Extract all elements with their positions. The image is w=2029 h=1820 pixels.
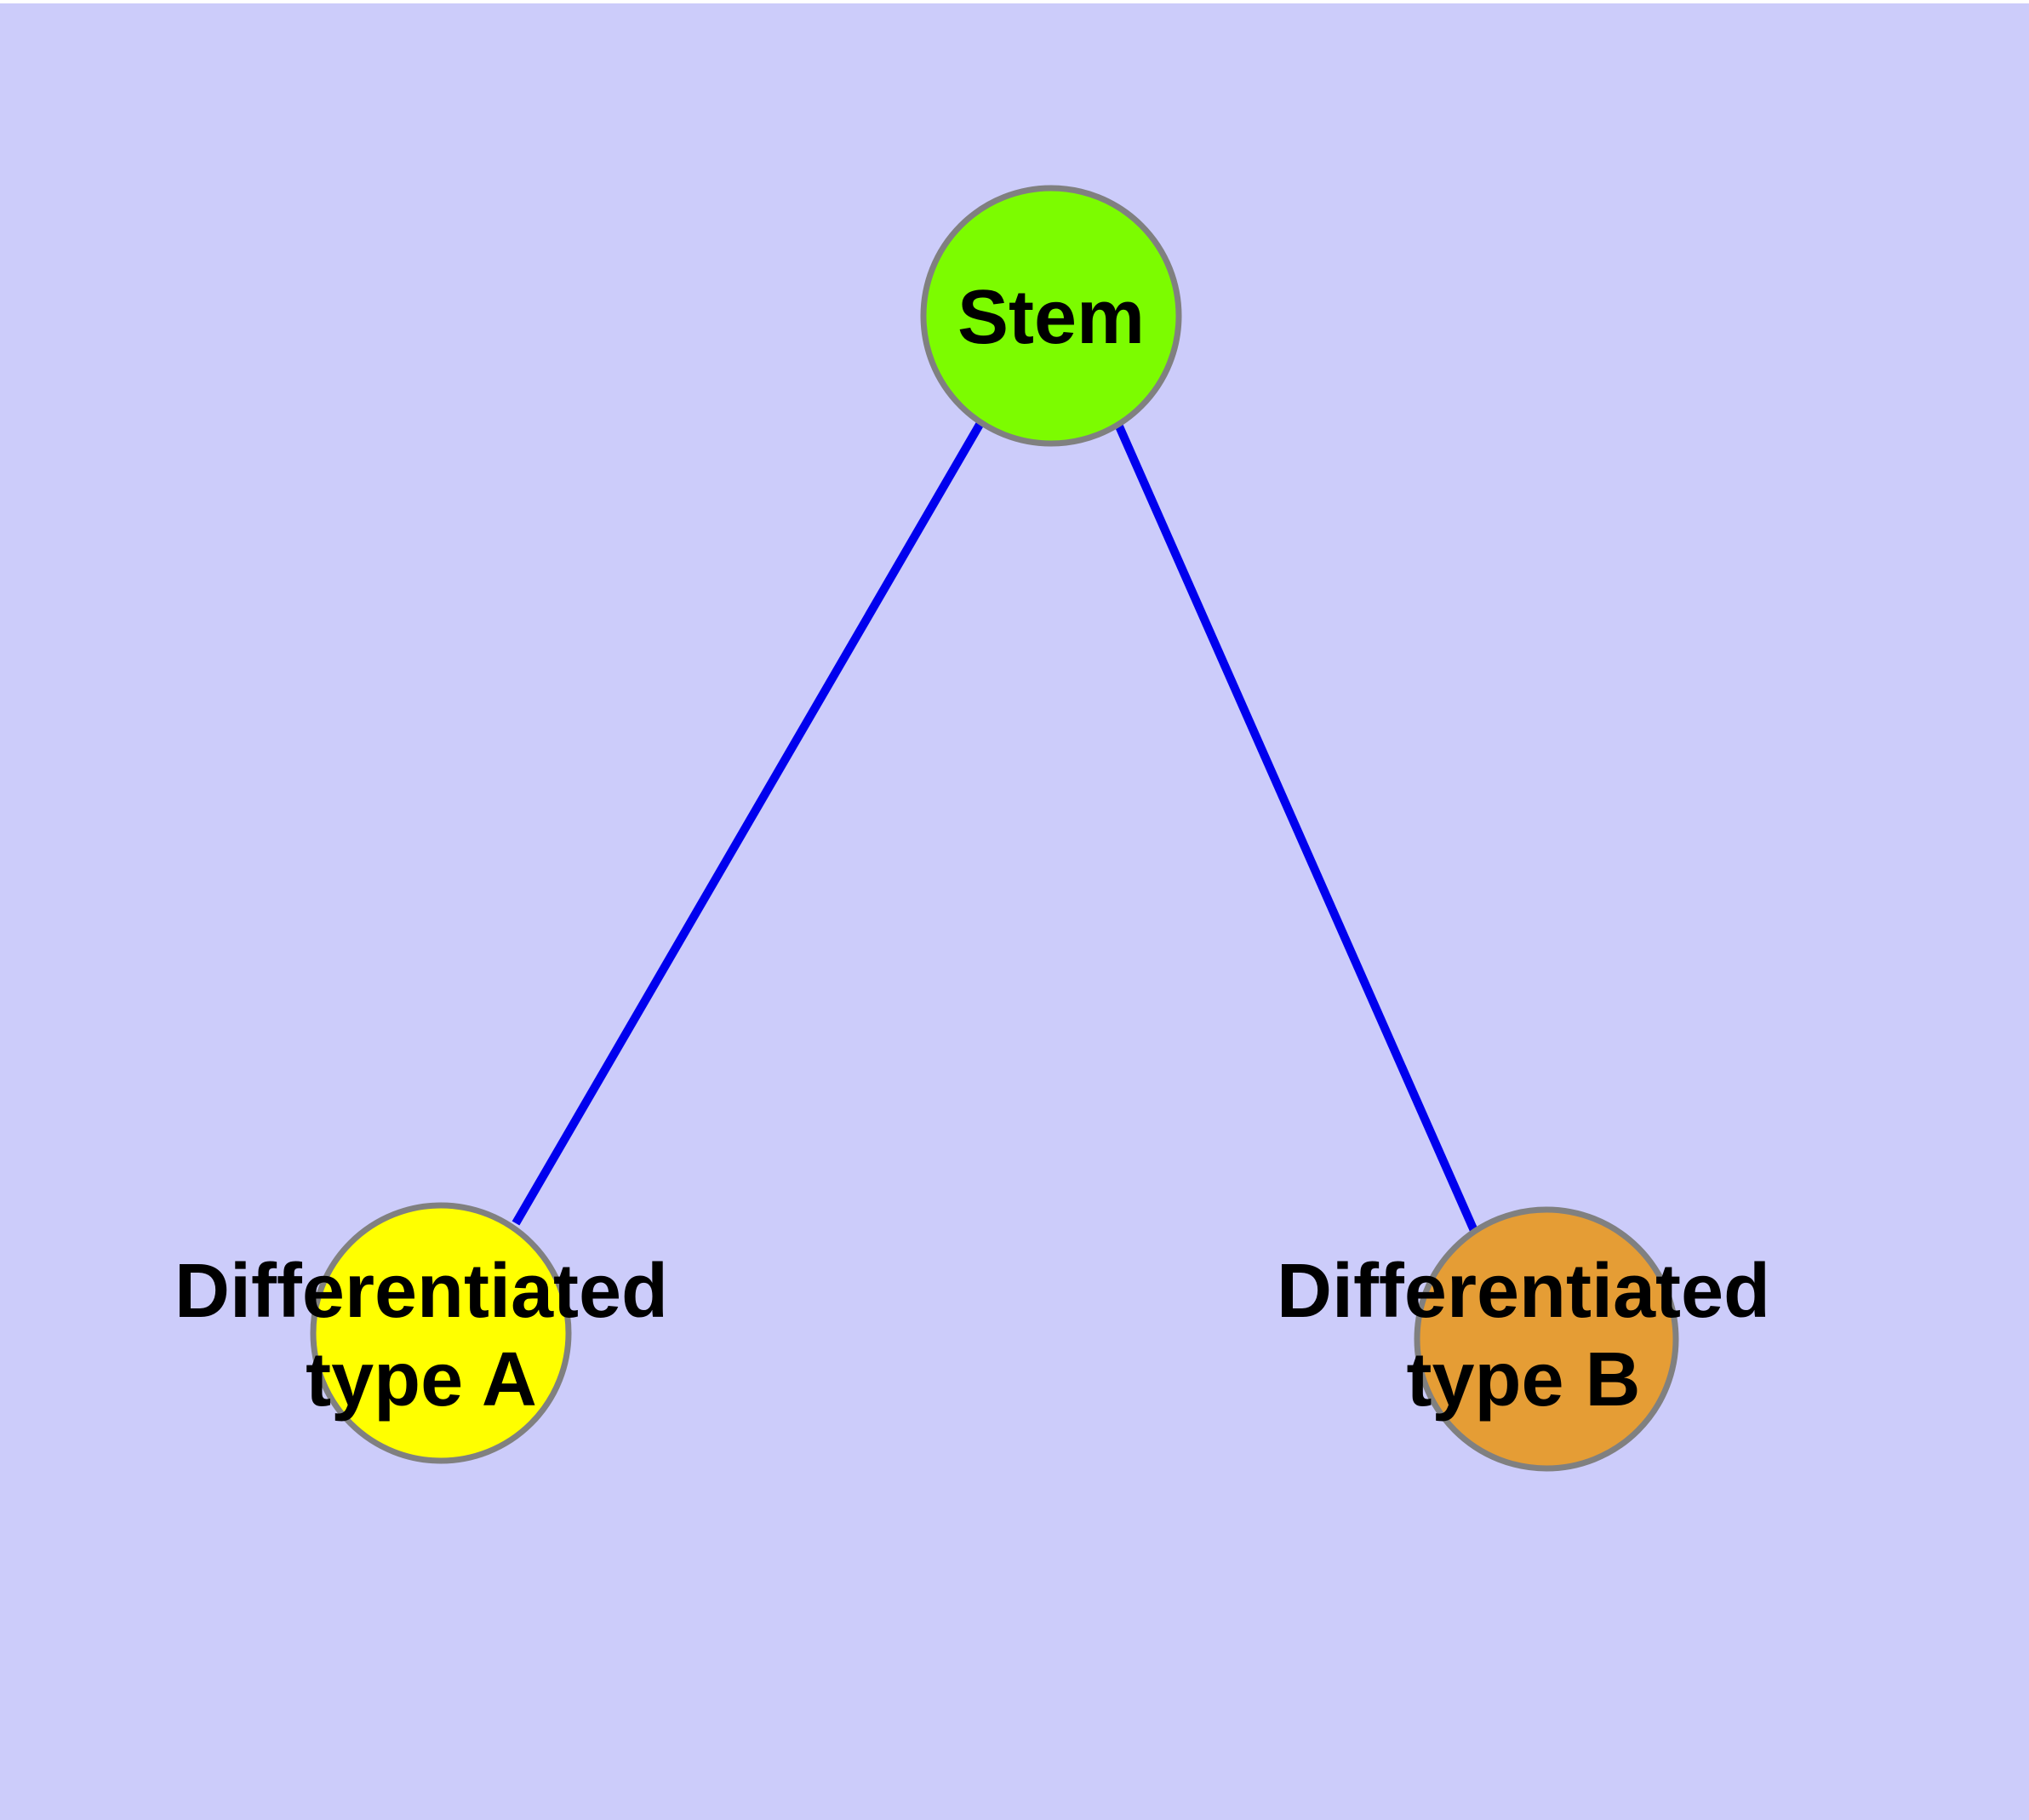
edge-stem-to-diff-a[interactable]	[512, 421, 985, 1226]
node-label-line: type B	[1406, 1337, 1640, 1422]
node-label-stem: Stem	[957, 275, 1145, 360]
node-label-line: Stem	[957, 275, 1145, 360]
edge-layer	[512, 418, 1479, 1235]
node-label-line: Differentiated	[174, 1249, 668, 1334]
edge-stem-to-diff-b[interactable]	[1112, 418, 1479, 1235]
node-layer	[310, 185, 1679, 1472]
node-circle-diff-b[interactable]	[1414, 1206, 1679, 1472]
node-label-line: Differentiated	[1277, 1249, 1770, 1334]
node-circle-diff-a[interactable]	[310, 1202, 572, 1464]
node-label-line: type A	[306, 1337, 537, 1422]
node-circle-stem[interactable]	[920, 185, 1182, 447]
